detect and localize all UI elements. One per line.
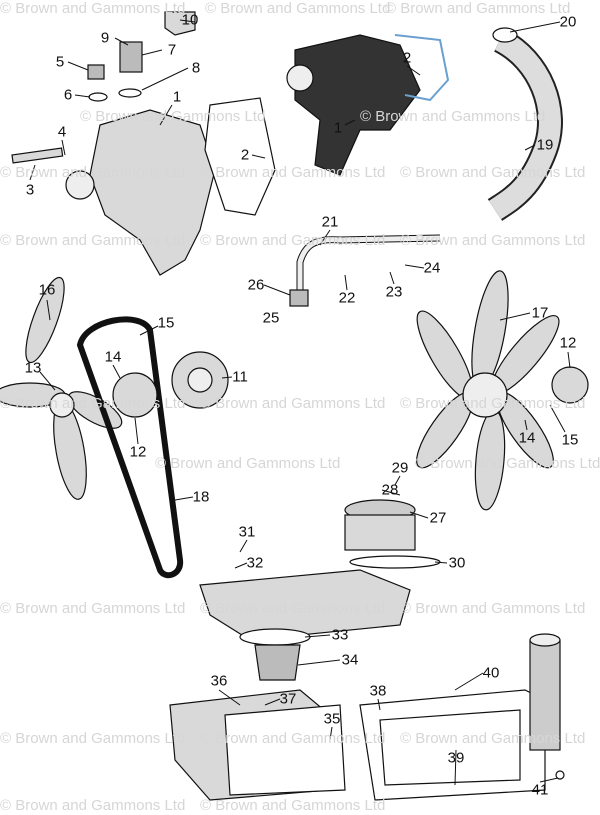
callout-33: 33 xyxy=(331,626,349,644)
watermark: © Brown and Gammons Ltd xyxy=(205,0,391,17)
callout-28: 28 xyxy=(381,481,399,499)
callout-15: 15 xyxy=(561,431,579,449)
callout-40: 40 xyxy=(482,664,500,682)
callout-29: 29 xyxy=(391,459,409,477)
callout-17: 17 xyxy=(531,304,549,322)
callout-23: 23 xyxy=(385,283,403,301)
watermark: © Brown and Gammons Ltd xyxy=(200,600,386,617)
watermark: © Brown and Gammons Ltd xyxy=(400,232,586,249)
pulley-12 xyxy=(112,372,158,418)
callout-2: 2 xyxy=(402,49,412,67)
elbow-10 xyxy=(164,11,196,36)
gasket xyxy=(204,97,276,216)
callout-18: 18 xyxy=(192,488,210,506)
thermostat xyxy=(254,644,301,681)
callout-27: 27 xyxy=(429,509,447,527)
watermark: © Brown and Gammons Ltd xyxy=(200,730,386,747)
callout-38: 38 xyxy=(369,682,387,700)
fan-7-blade xyxy=(416,270,560,511)
new-pump xyxy=(294,34,421,176)
watermark: © Brown and Gammons Ltd xyxy=(0,232,186,249)
callout-4: 4 xyxy=(57,123,67,141)
callout-12: 12 xyxy=(559,334,577,352)
callout-25: 25 xyxy=(262,309,280,327)
callout-22: 22 xyxy=(338,289,356,307)
pipe xyxy=(529,639,561,751)
callout-30: 30 xyxy=(448,554,466,572)
watermark: © Brown and Gammons Ltd xyxy=(0,164,186,181)
callout-16: 16 xyxy=(38,281,56,299)
callout-36: 36 xyxy=(210,672,228,690)
callout-1: 1 xyxy=(333,119,343,137)
callout-14: 14 xyxy=(104,348,122,366)
adapter-7 xyxy=(119,41,143,73)
callout-11: 11 xyxy=(232,368,248,386)
fan-4-blade xyxy=(0,276,123,500)
watermark: © Brown and Gammons Ltd xyxy=(0,730,186,747)
callout-12: 12 xyxy=(129,443,147,461)
callout-9: 9 xyxy=(100,29,110,47)
callout-7: 7 xyxy=(167,41,177,59)
callout-31: 31 xyxy=(238,523,256,541)
watermark: © Brown and Gammons Ltd xyxy=(400,730,586,747)
watermark: © Brown and Gammons Ltd xyxy=(385,0,571,17)
watermark: © Brown and Gammons Ltd xyxy=(400,164,586,181)
callout-34: 34 xyxy=(341,651,359,669)
water-pump xyxy=(89,109,216,276)
callout-8: 8 xyxy=(191,59,201,77)
callout-24: 24 xyxy=(423,259,441,277)
elbow-housing xyxy=(199,569,411,641)
watermark: © Brown and Gammons Ltd xyxy=(0,600,186,617)
callout-1: 1 xyxy=(172,88,182,106)
watermark: © Brown and Gammons Ltd xyxy=(155,455,341,472)
watermark: © Brown and Gammons Ltd xyxy=(0,395,186,412)
callout-3: 3 xyxy=(25,181,35,199)
watermark: © Brown and Gammons Ltd xyxy=(0,797,186,814)
callout-41: 41 xyxy=(531,781,549,799)
watermark: © Brown and Gammons Ltd xyxy=(80,108,266,125)
callout-14: 14 xyxy=(518,429,536,447)
callout-6: 6 xyxy=(63,86,73,104)
watermark: © Brown and Gammons Ltd xyxy=(0,0,186,17)
callout-10: 10 xyxy=(181,11,199,29)
watermark: © Brown and Gammons Ltd xyxy=(415,455,600,472)
watermark: © Brown and Gammons Ltd xyxy=(200,395,386,412)
callout-15: 15 xyxy=(157,314,175,332)
watermark: © Brown and Gammons Ltd xyxy=(400,600,586,617)
watermark: © Brown and Gammons Ltd xyxy=(360,108,546,125)
watermark: © Brown and Gammons Ltd xyxy=(400,395,586,412)
watermark: © Brown and Gammons Ltd xyxy=(200,797,386,814)
callout-35: 35 xyxy=(323,710,341,728)
bolt xyxy=(11,147,64,164)
callout-39: 39 xyxy=(447,749,465,767)
callout-2: 2 xyxy=(240,146,250,164)
watermark: © Brown and Gammons Ltd xyxy=(200,164,386,181)
thermostat-housing xyxy=(344,514,416,551)
callout-5: 5 xyxy=(55,53,65,71)
callout-26: 26 xyxy=(247,276,265,294)
callout-21: 21 xyxy=(321,213,339,231)
callout-13: 13 xyxy=(24,359,42,377)
callout-20: 20 xyxy=(559,13,577,31)
watermark: © Brown and Gammons Ltd xyxy=(200,232,386,249)
callout-37: 37 xyxy=(279,690,297,708)
callout-19: 19 xyxy=(536,136,554,154)
callout-32: 32 xyxy=(246,554,264,572)
